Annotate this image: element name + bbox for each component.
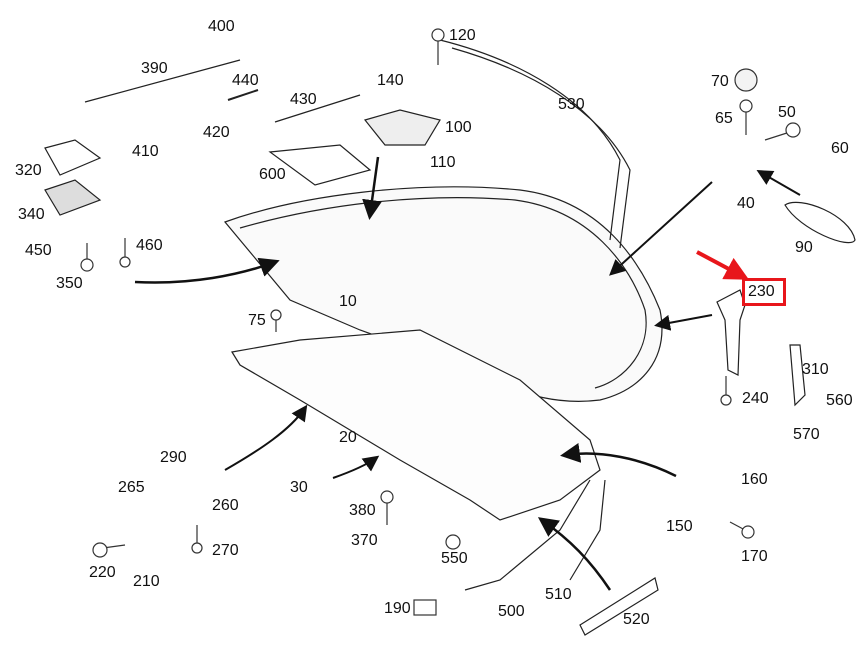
label-520[interactable]: 520 [623,611,650,628]
label-210[interactable]: 210 [133,573,160,590]
label-600[interactable]: 600 [259,166,286,183]
part-440-pin [227,89,259,101]
part-10-inner-edge [239,197,647,389]
label-320[interactable]: 320 [15,162,42,179]
label-30[interactable]: 30 [290,479,308,496]
label-440[interactable]: 440 [232,72,259,89]
part-500-strip [464,479,591,591]
label-350[interactable]: 350 [56,275,83,292]
label-170[interactable]: 170 [741,548,768,565]
label-400[interactable]: 400 [208,18,235,35]
label-500[interactable]: 500 [498,603,525,620]
label-140[interactable]: 140 [377,72,404,89]
arrow-290-to-panel [224,404,308,471]
part-230-bracket [716,289,746,376]
label-230[interactable]: 230 [748,283,775,300]
label-340[interactable]: 340 [18,206,45,223]
label-160[interactable]: 160 [741,471,768,488]
label-550[interactable]: 550 [441,550,468,567]
label-420[interactable]: 420 [203,124,230,141]
label-50[interactable]: 50 [778,104,796,121]
label-120[interactable]: 120 [449,27,476,44]
part-430-cable [274,94,361,123]
label-75[interactable]: 75 [248,312,266,329]
part-520-strip [579,577,659,636]
label-110[interactable]: 110 [430,154,456,171]
arrow-40-to-rail [609,181,713,276]
label-370[interactable]: 370 [351,532,378,549]
label-190[interactable]: 190 [384,600,411,617]
label-220[interactable]: 220 [89,564,116,581]
part-600-pad [268,144,372,186]
red-arrow-icon [696,250,750,280]
label-60[interactable]: 60 [831,140,849,157]
arrow-100-down [362,156,382,220]
part-70-cap [734,68,758,92]
label-265[interactable]: 265 [118,479,145,496]
arrow-90-to-40 [756,170,801,196]
arrow-160-to-panel [560,442,677,478]
label-530[interactable]: 530 [558,96,585,113]
arrow-to-panel-left [134,257,280,284]
part-10-roof-panel [223,186,663,402]
label-150[interactable]: 150 [666,518,693,535]
part-550-cap [445,534,461,550]
part-190-block [413,599,437,616]
label-40[interactable]: 40 [737,195,755,212]
part-530-rail [439,39,621,241]
label-90[interactable]: 90 [795,239,813,256]
label-510[interactable]: 510 [545,586,572,603]
label-10[interactable]: 10 [339,293,357,310]
part-390-cable [84,59,241,103]
label-310[interactable]: 310 [802,361,829,378]
label-390[interactable]: 390 [141,60,168,77]
arrow-30-to-panel [332,455,380,479]
label-100[interactable]: 100 [445,119,472,136]
part-510-strip [569,479,606,581]
label-450[interactable]: 450 [25,242,52,259]
highlight-box-230 [742,278,786,306]
part-50-screw [764,131,791,141]
label-430[interactable]: 430 [290,91,317,108]
label-560[interactable]: 560 [826,392,853,409]
arrow-230-to-panel [654,314,713,331]
label-270[interactable]: 270 [212,542,239,559]
label-65[interactable]: 65 [715,110,733,127]
label-460[interactable]: 460 [136,237,163,254]
part-340-plate [44,179,102,216]
label-70[interactable]: 70 [711,73,729,90]
part-100-motor [363,109,441,146]
part-320-sheet [44,139,102,176]
label-410[interactable]: 410 [132,143,159,160]
label-240[interactable]: 240 [742,390,769,407]
part-90-seal [784,201,856,244]
label-290[interactable]: 290 [160,449,187,466]
label-570[interactable]: 570 [793,426,820,443]
arrow-520-to-panel [537,517,612,591]
label-20[interactable]: 20 [339,429,357,446]
part-310-strip [789,344,806,407]
part-20-lower-panel [231,329,601,521]
label-380[interactable]: 380 [349,502,376,519]
label-260[interactable]: 260 [212,497,239,514]
